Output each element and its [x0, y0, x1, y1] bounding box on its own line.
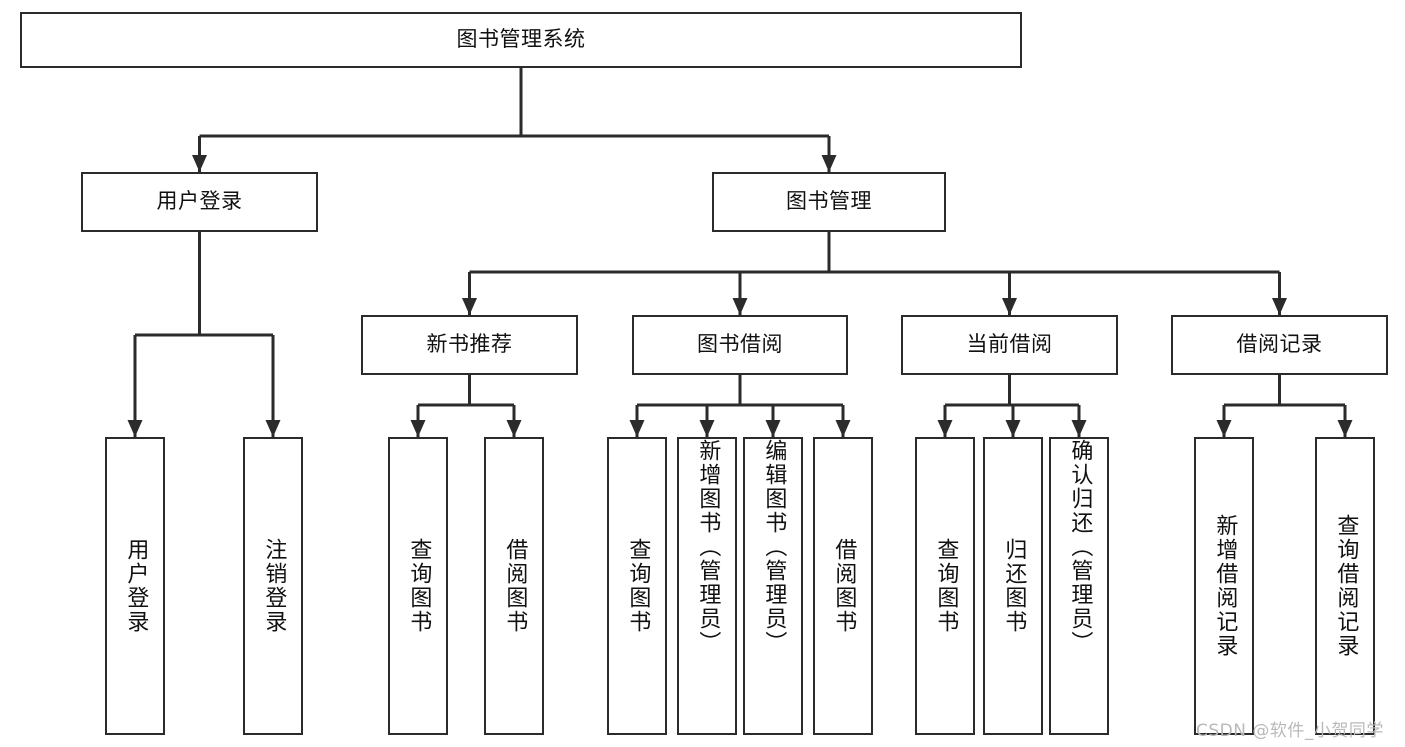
node-label-leaf-add-record: 新增借阅记录	[1212, 514, 1238, 658]
node-root[interactable]: 图书管理系统	[20, 12, 1022, 68]
node-label-leaf-borrow-book: 借阅图书	[831, 538, 857, 634]
node-leaf-query-book[interactable]: 查询图书	[607, 437, 667, 735]
node-label-borrow-record: 借阅记录	[1236, 332, 1323, 357]
node-label-book-manage: 图书管理	[786, 189, 872, 214]
arrowhead-book-borrow-to-leaf-edit-book	[765, 420, 781, 437]
node-book-manage[interactable]: 图书管理	[712, 172, 946, 232]
node-borrow-record[interactable]: 借阅记录	[1171, 315, 1388, 375]
arrowhead-user-login-to-leaf-user-logout	[265, 420, 281, 437]
node-new-book-rec[interactable]: 新书推荐	[361, 315, 578, 375]
node-leaf-add-book[interactable]: 新增图书（管理员）	[677, 437, 737, 735]
node-label-leaf-query-book-cur: 查询图书	[933, 538, 959, 634]
arrowhead-book-manage-to-book-borrow	[732, 298, 748, 315]
node-leaf-add-record[interactable]: 新增借阅记录	[1194, 437, 1254, 735]
node-leaf-query-book-cur[interactable]: 查询图书	[915, 437, 975, 735]
arrowhead-root-to-book-manage	[821, 155, 837, 172]
node-book-borrow[interactable]: 图书借阅	[632, 315, 848, 375]
arrowhead-borrow-record-to-leaf-query-record	[1337, 420, 1353, 437]
node-leaf-query-book-new[interactable]: 查询图书	[388, 437, 448, 735]
node-label-book-borrow: 图书借阅	[697, 332, 783, 357]
arrowhead-current-borrow-to-leaf-return-book	[1005, 420, 1021, 437]
node-leaf-edit-book[interactable]: 编辑图书（管理员）	[743, 437, 803, 735]
node-leaf-borrow-book[interactable]: 借阅图书	[813, 437, 873, 735]
node-label-leaf-query-book-new: 查询图书	[406, 538, 432, 634]
arrowhead-new-book-rec-to-leaf-borrow-book-new	[506, 420, 522, 437]
arrowhead-current-borrow-to-leaf-query-book-cur	[937, 420, 953, 437]
node-current-borrow[interactable]: 当前借阅	[901, 315, 1118, 375]
arrowhead-borrow-record-to-leaf-add-record	[1216, 420, 1232, 437]
arrowhead-book-manage-to-current-borrow	[1002, 298, 1017, 315]
node-label-leaf-user-login: 用户登录	[123, 538, 149, 634]
node-label-root: 图书管理系统	[456, 27, 586, 52]
node-label-leaf-edit-book: 编辑图书（管理员）	[761, 439, 787, 655]
arrowhead-book-borrow-to-leaf-add-book	[699, 420, 715, 437]
node-leaf-confirm-return[interactable]: 确认归还（管理员）	[1049, 437, 1109, 735]
arrowhead-root-to-user-login	[192, 155, 207, 172]
arrowhead-book-manage-to-new-book-rec	[462, 298, 477, 315]
node-label-user-login: 用户登录	[156, 189, 243, 214]
arrowhead-new-book-rec-to-leaf-query-book-new	[410, 420, 426, 437]
node-label-leaf-return-book: 归还图书	[1001, 538, 1027, 634]
node-label-leaf-query-book: 查询图书	[625, 538, 651, 634]
node-leaf-return-book[interactable]: 归还图书	[983, 437, 1043, 735]
arrowhead-current-borrow-to-leaf-confirm-return	[1071, 420, 1087, 437]
node-label-leaf-query-record: 查询借阅记录	[1333, 514, 1359, 658]
node-leaf-user-login[interactable]: 用户登录	[105, 437, 165, 735]
node-leaf-query-record[interactable]: 查询借阅记录	[1315, 437, 1375, 735]
arrowhead-book-borrow-to-leaf-query-book	[629, 420, 645, 437]
arrowhead-book-borrow-to-leaf-borrow-book	[835, 420, 851, 437]
node-label-leaf-add-book: 新增图书（管理员）	[695, 439, 721, 655]
node-leaf-borrow-book-new[interactable]: 借阅图书	[484, 437, 544, 735]
node-leaf-user-logout[interactable]: 注销登录	[243, 437, 303, 735]
node-user-login[interactable]: 用户登录	[81, 172, 318, 232]
node-label-leaf-borrow-book-new: 借阅图书	[502, 538, 528, 634]
node-label-leaf-user-logout: 注销登录	[261, 538, 287, 634]
arrowhead-book-manage-to-borrow-record	[1272, 298, 1287, 315]
node-label-leaf-confirm-return: 确认归还（管理员）	[1067, 439, 1093, 655]
node-label-new-book-rec: 新书推荐	[426, 332, 513, 357]
node-label-current-borrow: 当前借阅	[966, 332, 1053, 357]
arrowhead-user-login-to-leaf-user-login	[127, 420, 143, 437]
